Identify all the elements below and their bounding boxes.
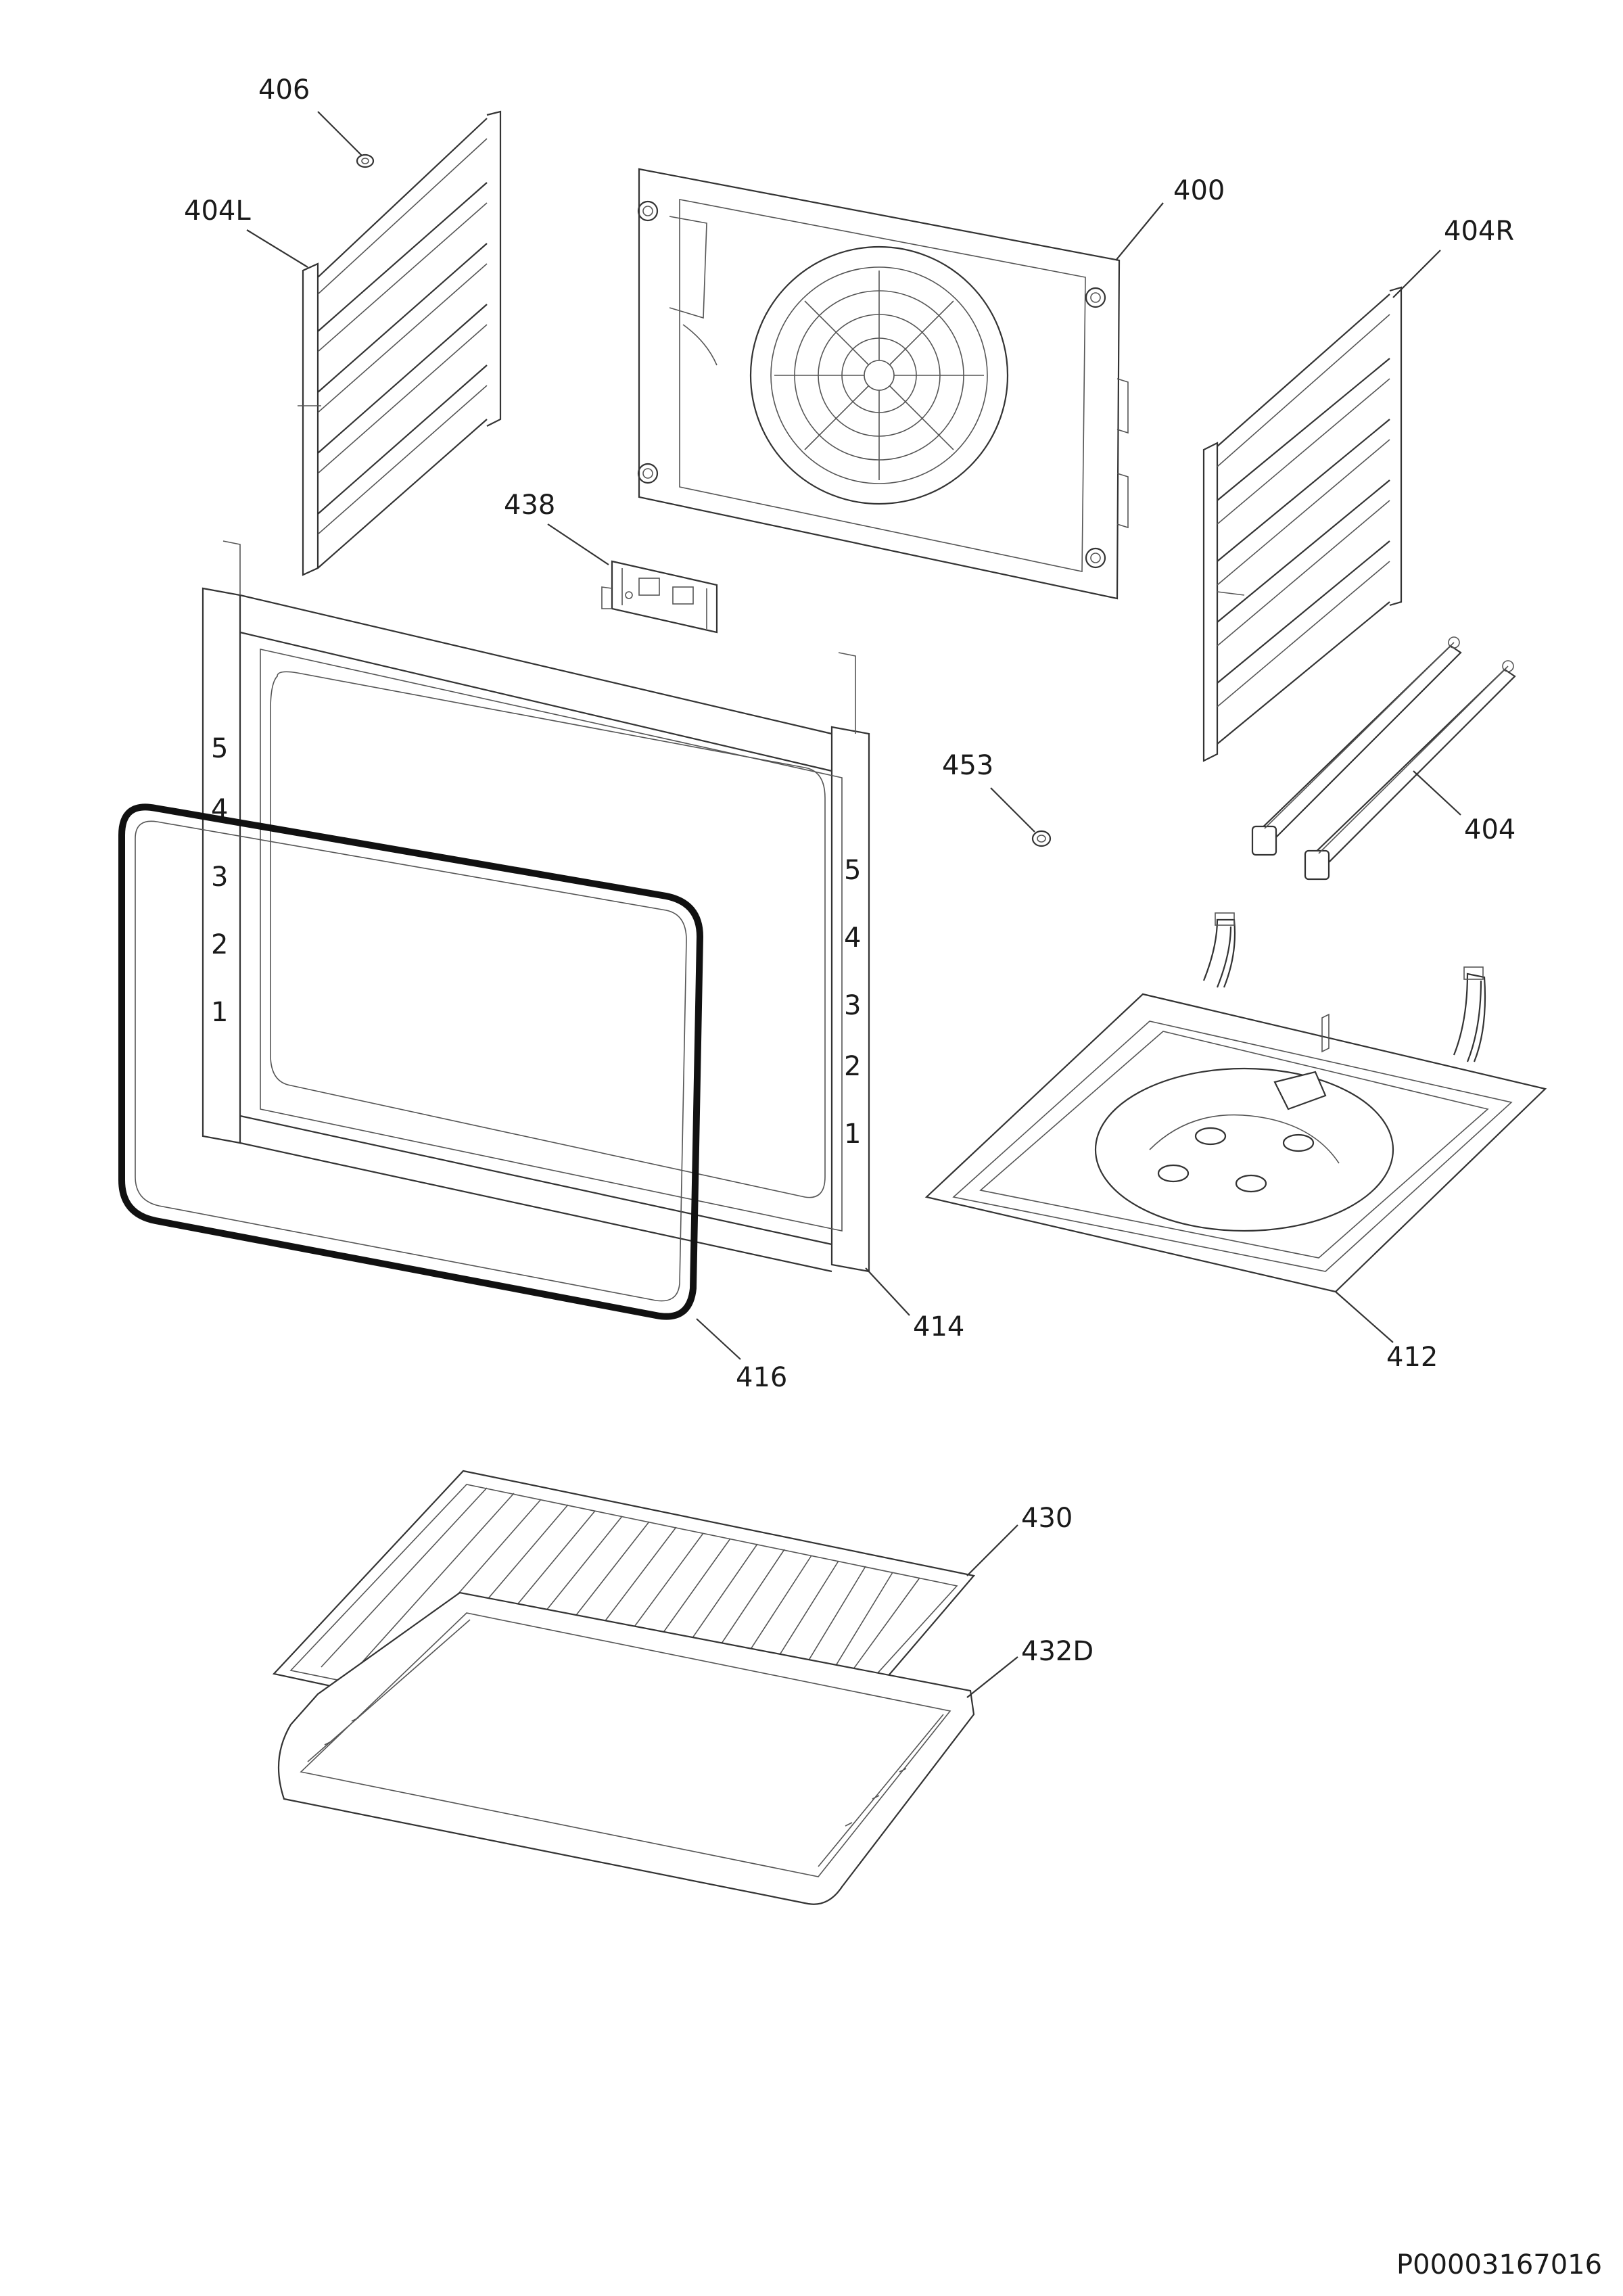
bottom-panel-412 (924, 912, 1547, 1293)
svg-text:2: 2 (844, 1051, 861, 1082)
cavity-front-frame-414: 5 4 3 2 1 5 4 3 2 1 (202, 540, 870, 1273)
label-414: 414 (913, 1311, 964, 1342)
svg-text:5: 5 (844, 855, 861, 886)
fan-cover (749, 245, 1009, 505)
baking-tray-432D (277, 1591, 975, 1905)
label-430: 430 (1021, 1503, 1073, 1534)
rear-panel-400 (637, 168, 1129, 600)
svg-text:3: 3 (211, 862, 228, 893)
label-416: 416 (736, 1362, 787, 1393)
svg-text:1: 1 (211, 997, 228, 1028)
label-432D: 432D (1021, 1636, 1093, 1667)
leader-lines (246, 111, 1461, 1698)
nut-453 (1031, 830, 1052, 847)
right-shelf-support-404R (1202, 286, 1403, 762)
svg-text:3: 3 (844, 990, 861, 1021)
left-shelf-support-404L (298, 110, 502, 576)
label-404: 404 (1464, 814, 1515, 845)
bracket-438 (601, 560, 718, 634)
svg-text:1: 1 (844, 1119, 861, 1150)
label-404R: 404R (1444, 216, 1514, 247)
document-reference: P00003167016 (1396, 2249, 1602, 2280)
svg-text:2: 2 (211, 929, 228, 960)
label-400: 400 (1173, 175, 1225, 206)
door-gasket-416 (118, 803, 704, 1320)
label-404L: 404L (184, 195, 251, 227)
svg-text:5: 5 (211, 733, 228, 764)
part-labels: 406 404L 400 404R 438 453 404 414 416 41… (184, 74, 1602, 2280)
label-412: 412 (1386, 1342, 1438, 1373)
washer-406 (356, 154, 375, 168)
label-453: 453 (942, 750, 993, 781)
label-406: 406 (258, 74, 310, 106)
telescopic-runners-404 (1251, 636, 1516, 881)
svg-text:4: 4 (844, 922, 861, 954)
label-438: 438 (504, 490, 555, 521)
